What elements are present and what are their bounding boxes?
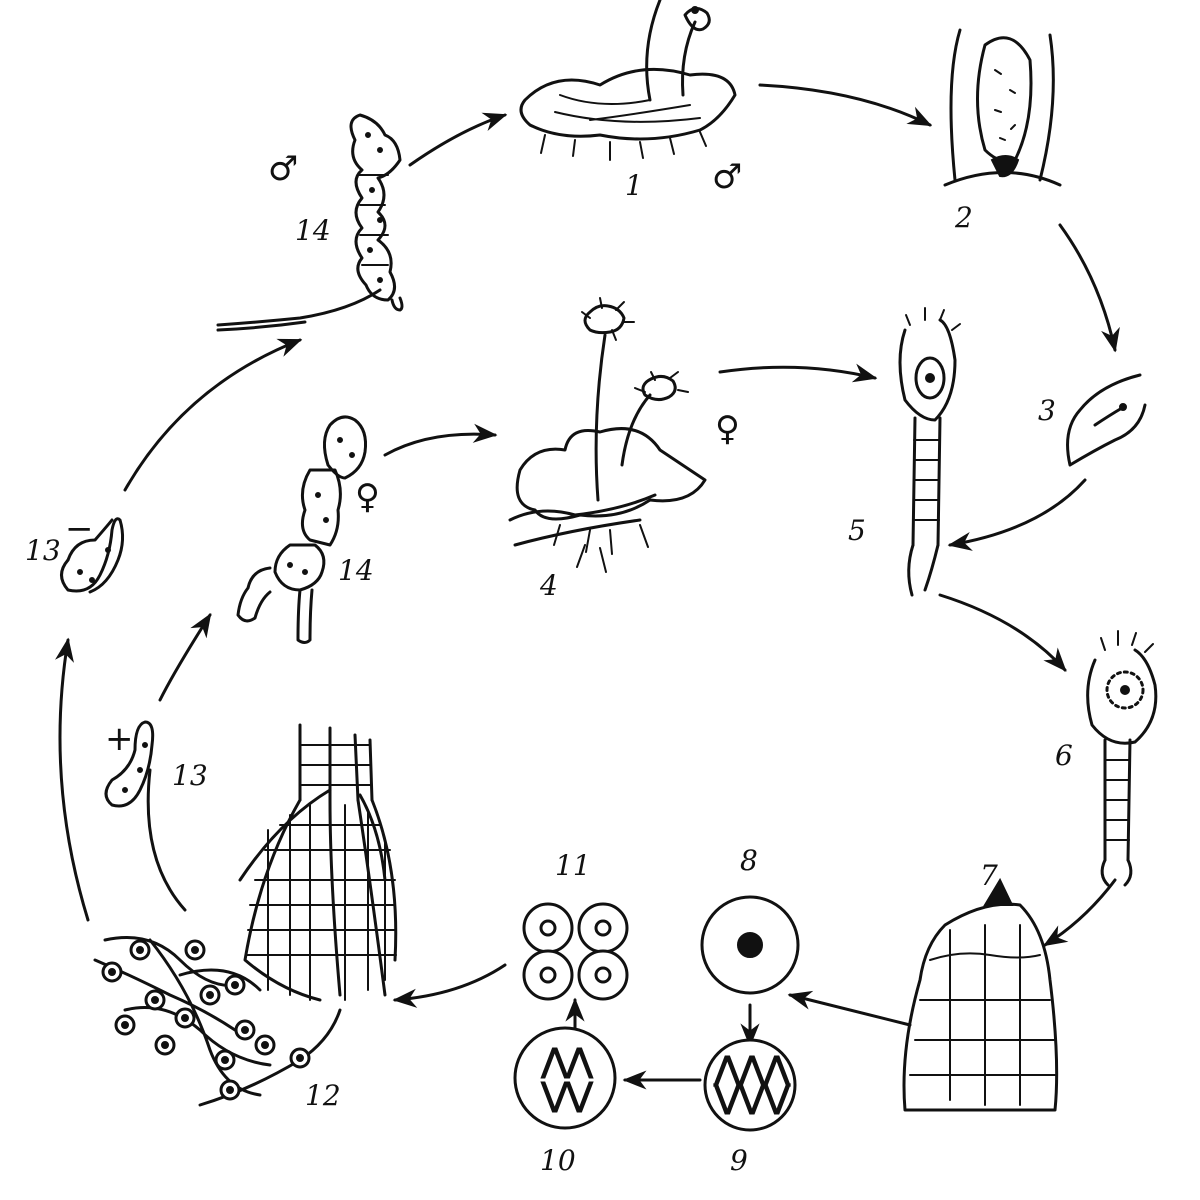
label-stage-8: 8 <box>740 844 758 877</box>
arrow-11-to-12 <box>392 963 507 1008</box>
label-stage-1: 1 <box>625 169 643 202</box>
label-stage-7: 7 <box>980 859 998 892</box>
chromosomes-10-bottom: ⋁⋁ <box>540 1075 594 1115</box>
label-stage-14-male: 14 <box>295 214 331 247</box>
female-symbol-left: ♀ <box>355 477 380 517</box>
label-stage-13-minus: 13 <box>25 534 61 567</box>
stage-9-meiosis-one: ⋀⋀⋀ ⋁⋁⋁ <box>703 1038 797 1132</box>
stage-5-archegonium <box>898 307 961 597</box>
label-stage-2: 2 <box>954 201 973 234</box>
label-stage-6: 6 <box>1055 739 1073 772</box>
label-stage-11: 11 <box>555 849 591 882</box>
arrow-12-to-13a <box>55 637 90 922</box>
stage-12-mature-sporogon <box>93 723 398 1107</box>
arrow-14-to-1 <box>408 112 508 167</box>
label-stage-3: 3 <box>1038 394 1056 427</box>
arrow-7-to-8 <box>787 990 912 1027</box>
arrow-4-to-5 <box>718 363 878 383</box>
male-symbol-right: ♂ <box>712 157 742 197</box>
label-stage-12: 12 <box>305 1079 341 1112</box>
plus-mark: + <box>105 719 134 759</box>
arrow-5-to-6 <box>938 593 1067 672</box>
label-stage-10: 10 <box>540 1144 576 1177</box>
chromosomes-9-top: ⋀⋀⋀ <box>713 1049 791 1089</box>
stage-13-plus-spore <box>104 720 155 808</box>
stage-7-young-sporogon <box>902 877 1059 1112</box>
label-stage-4: 4 <box>539 569 558 602</box>
chromosomes-9-bottom: ⋁⋁⋁ <box>713 1077 791 1117</box>
minus-mark: − <box>65 509 94 549</box>
label-stage-14-female: 14 <box>338 554 374 587</box>
arrow-6-to-7 <box>1042 878 1117 947</box>
label-stage-13-plus: 13 <box>172 759 208 792</box>
arrow-3-to-5 <box>947 478 1087 551</box>
arrow-14b-to-4 <box>383 423 498 457</box>
stage-14-male-protonema <box>216 113 404 332</box>
arrow-13a-to-14a <box>123 338 303 492</box>
arrow-12-to-13b <box>146 768 187 912</box>
stage-3-spermatozoid <box>1066 373 1147 467</box>
arrow-2-to-3 <box>1058 223 1120 353</box>
stage-4-female-thallus <box>508 297 707 573</box>
stage-11-spore-tetrad <box>522 902 629 1001</box>
cycle-arrows <box>55 83 1120 1090</box>
stage-14-female-protonema <box>236 415 367 644</box>
stage-2-antheridium <box>943 28 1062 187</box>
label-stage-9: 9 <box>730 1144 748 1177</box>
arrow-1-to-2 <box>758 83 933 127</box>
female-symbol-right: ♀ <box>715 409 740 449</box>
label-stage-5: 5 <box>848 514 866 547</box>
arrow-13b-to-14b <box>158 612 212 702</box>
stage-6-fertilized-archegonium <box>1086 630 1158 887</box>
stage-10-meiosis-two: ⋀⋀ ⋁⋁ <box>513 1026 617 1130</box>
chromosomes-10-top: ⋀⋀ <box>540 1041 594 1081</box>
male-symbol-left: ♂ <box>268 149 298 189</box>
stage-13-minus-spore <box>60 517 125 594</box>
stage-1-male-thallus <box>519 0 737 161</box>
stage-8-spore-mother-cell <box>700 895 800 995</box>
